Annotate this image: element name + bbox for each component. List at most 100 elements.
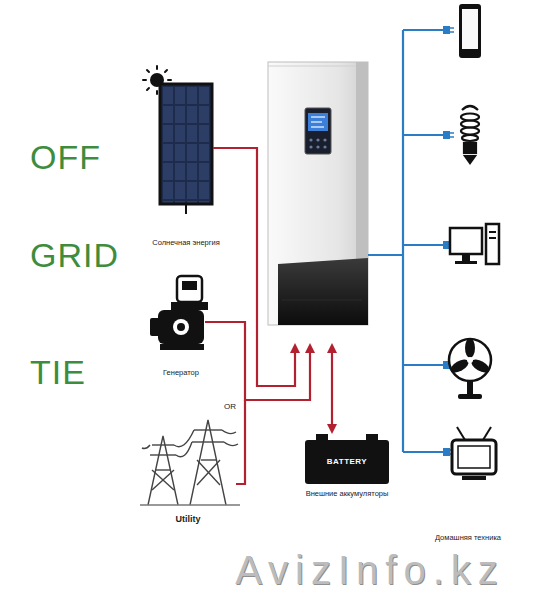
plug-pin <box>450 27 454 29</box>
utility-towers-icon-part <box>152 470 174 490</box>
output-bus-part <box>402 30 404 452</box>
tv-icon-part <box>462 476 486 480</box>
sun-icon-part-part <box>168 79 171 81</box>
utility-towers-icon-part <box>201 459 216 460</box>
phone-icon-part <box>462 9 478 49</box>
inverter-unit-part-part <box>309 145 312 148</box>
generator-icon-part <box>177 276 202 302</box>
plug-head <box>443 448 450 456</box>
utility-towers-icon-part <box>140 504 240 505</box>
generator-icon-part <box>173 319 189 335</box>
fan-icon <box>448 338 491 399</box>
sun-icon-part-part <box>156 91 158 94</box>
inverter-unit-part <box>278 258 368 325</box>
sun-icon-part-part <box>156 66 158 69</box>
tv-icon-part <box>483 427 491 440</box>
input-wires <box>205 148 332 484</box>
computer-icon-part <box>489 237 496 239</box>
bulb-icon <box>461 106 479 163</box>
utility-towers-icon-part <box>156 469 170 470</box>
arrowheads-part <box>327 424 337 434</box>
plug-pin <box>450 136 454 138</box>
inverter-unit-part <box>309 138 326 148</box>
input-wires-part <box>205 322 310 400</box>
generator-icon-part <box>182 281 197 290</box>
utility-towers-icon-part <box>142 445 150 449</box>
mode-word: GRID <box>30 238 119 272</box>
bulb-icon-part <box>464 143 476 153</box>
plug-head <box>443 131 450 139</box>
computer-icon-part <box>462 255 470 261</box>
inverter-unit-part <box>268 62 368 325</box>
computer-icon <box>450 224 499 264</box>
utility-towers-icon-part <box>152 444 174 445</box>
output-bus-part <box>403 29 444 31</box>
generator-icon-part <box>171 302 208 310</box>
bulb-icon-part <box>465 156 475 163</box>
inverter-unit-part <box>268 66 356 67</box>
arrowheads-part <box>327 343 337 353</box>
input-wires-part <box>236 400 245 484</box>
generator-icon-part <box>177 323 185 331</box>
fan-icon-part <box>467 381 473 395</box>
output-bus-part <box>368 254 403 256</box>
computer-icon-part <box>489 231 496 233</box>
node-caption: Внешние аккумуляторы <box>305 489 389 498</box>
fan-icon-part <box>458 394 482 399</box>
mode-word: TIE <box>30 355 86 389</box>
utility-towers-icon-part <box>197 460 220 485</box>
inverter-unit-part-part <box>316 145 319 148</box>
appliances-group: Домашняя техника <box>435 533 501 542</box>
fan-icon-part <box>467 357 473 363</box>
node-label: Солнечная энергия <box>152 238 220 247</box>
tv-icon <box>452 427 496 480</box>
inverter-unit-part-part <box>311 116 325 118</box>
node-label: Домашняя техника <box>435 533 501 542</box>
sun-icon-part-part <box>147 88 149 90</box>
plug-pin <box>450 132 454 134</box>
utility-towers-icon <box>140 420 240 505</box>
node-label: Генератор <box>163 368 199 377</box>
utility-towers-icon-part <box>148 436 178 505</box>
phone-icon-part <box>459 4 481 58</box>
node-label: Utility <box>175 514 200 525</box>
generator-source: Генератор <box>163 368 199 377</box>
node-label: BATTERY <box>305 440 389 484</box>
battery-box: BATTERY Внешние аккумуляторы <box>305 440 389 498</box>
utility-source: Utility <box>175 514 200 525</box>
sun-icon-part-part <box>165 70 167 72</box>
utility-towers-icon-part <box>152 470 174 490</box>
inverter-unit-part-part <box>316 138 319 141</box>
inverter-unit-part-part <box>311 121 322 123</box>
utility-towers-icon-part <box>192 441 224 442</box>
sun-icon-part-part <box>147 70 149 72</box>
utility-towers-icon-part <box>176 442 192 457</box>
generator-icon-part <box>150 318 160 336</box>
computer-icon-part <box>455 261 477 264</box>
arrowheads-part <box>290 343 300 353</box>
inverter-unit-part-part <box>323 138 326 141</box>
input-wires-part <box>213 148 295 386</box>
bulb-icon-part <box>461 128 479 135</box>
generator-icon <box>150 276 208 350</box>
inverter-unit-part-part <box>323 145 326 148</box>
inverter-unit-part <box>282 300 362 301</box>
output-bus-part <box>403 244 444 246</box>
generator-icon-part <box>158 310 204 344</box>
solar-source: Солнечная энергия <box>152 238 220 247</box>
output-bus <box>368 30 444 452</box>
inverter-unit-part <box>311 117 325 127</box>
fan-icon-part <box>465 338 475 358</box>
arrowheads <box>290 343 337 434</box>
inverter-unit-part <box>308 113 328 131</box>
plug-head <box>443 26 450 34</box>
tv-icon-part <box>457 427 465 440</box>
computer-icon-part <box>450 228 482 254</box>
tv-icon-part <box>452 440 496 474</box>
generator-icon-part <box>160 344 204 350</box>
output-bus-part <box>403 364 444 366</box>
phone-icon <box>459 4 481 58</box>
